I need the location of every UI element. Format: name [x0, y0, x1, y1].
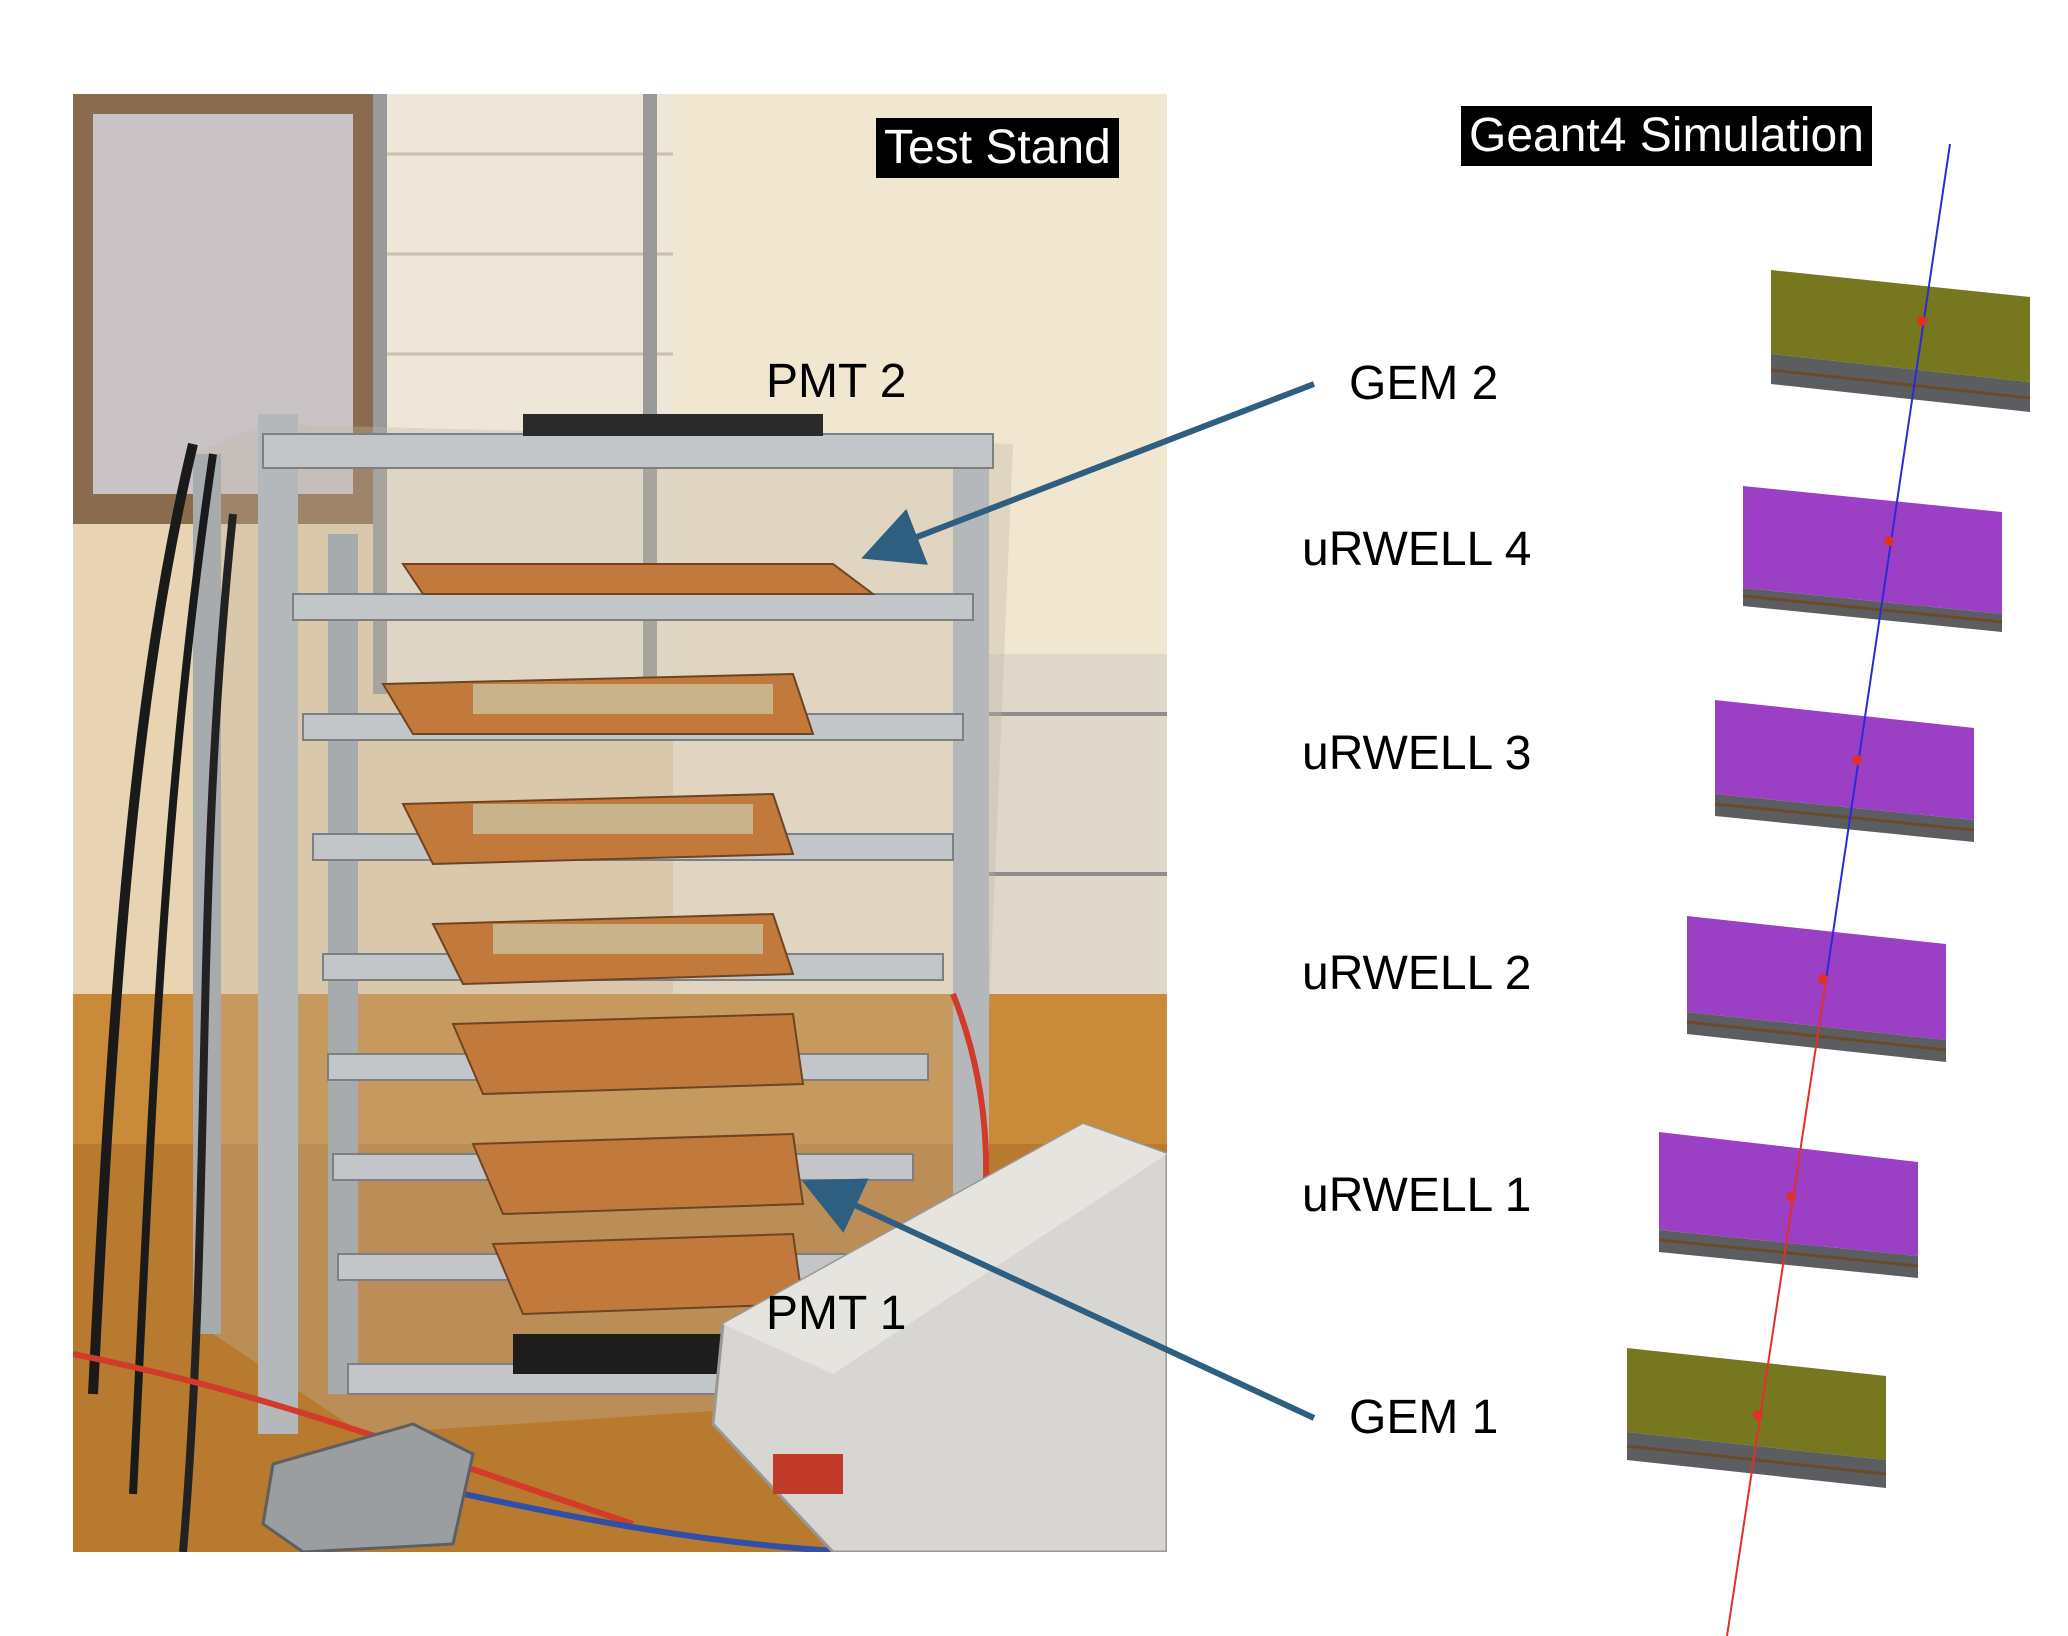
- test-stand-photo: [73, 94, 1167, 1552]
- urwell2-detector: [1686, 916, 1947, 1062]
- test-stand-photo-drawing: [73, 94, 1167, 1552]
- urwell2-label: uRWELL 2: [1302, 947, 1532, 1000]
- urwell1-label: uRWELL 1: [1302, 1169, 1532, 1222]
- hit-point-urwell1: [1786, 1192, 1796, 1202]
- geant4-simulation-tag: Geant4 Simulation: [1461, 106, 1872, 166]
- track-lower-segment: [1726, 979, 1827, 1636]
- hit-point-urwell3: [1852, 755, 1862, 765]
- urwell4-detector: [1742, 486, 2003, 632]
- urwell3-detector: [1714, 700, 1975, 842]
- hit-point-urwell2: [1818, 974, 1828, 984]
- urwell4-label: uRWELL 4: [1302, 523, 1532, 576]
- urwell3-label: uRWELL 3: [1302, 727, 1532, 780]
- hit-point-urwell4: [1884, 536, 1894, 546]
- urwell1-detector: [1658, 1132, 1919, 1278]
- hit-point-gem1: [1753, 1410, 1763, 1420]
- gem1-detector: [1626, 1348, 1887, 1488]
- track-upper-segment: [1825, 143, 1951, 981]
- gem2-label: GEM 2: [1349, 357, 1499, 410]
- gem2-detector: [1770, 270, 2031, 412]
- gem1-label: GEM 1: [1349, 1391, 1499, 1444]
- pmt2-label: PMT 2: [766, 355, 907, 408]
- pmt1-label: PMT 1: [766, 1287, 907, 1340]
- hit-point-gem2: [1917, 316, 1927, 326]
- test-stand-tag: Test Stand: [876, 118, 1119, 178]
